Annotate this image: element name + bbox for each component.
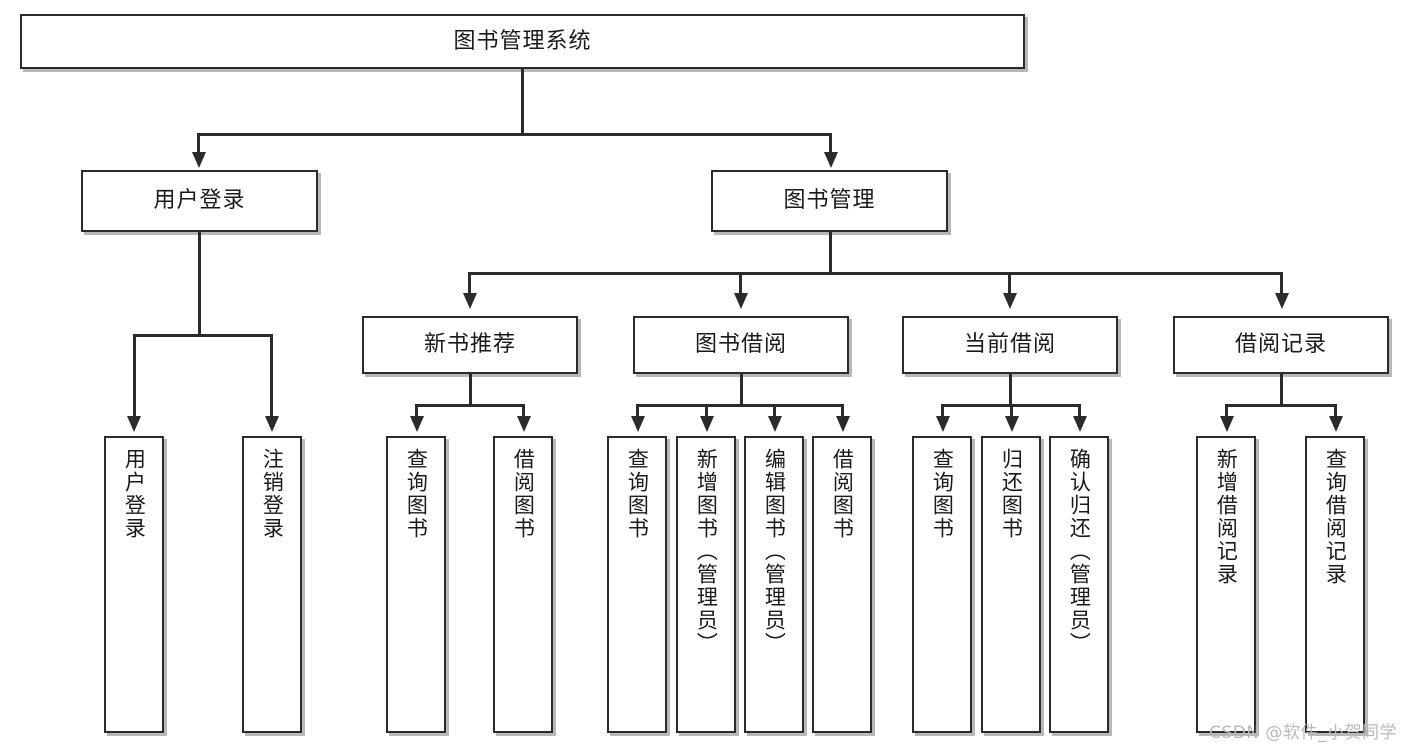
connector-bookmgmt-to-l3-4 — [1280, 272, 1283, 295]
connector-current-to-leaf3 — [1078, 404, 1081, 418]
arrow-login-to-leaf1 — [127, 416, 141, 432]
connector-root-to-login — [197, 133, 200, 155]
node-label: 归还图书 — [999, 448, 1024, 540]
connector-login-bar — [133, 334, 270, 337]
connector-record-to-leaf1 — [1225, 404, 1228, 418]
leaf-record-query[interactable]: 查询借阅记录 — [1305, 436, 1365, 733]
connector-borrow-to-leaf1 — [636, 404, 639, 418]
node-label: 查询图书 — [930, 448, 955, 540]
connector-bookmgmt-stem — [829, 232, 832, 274]
connector-borrow-to-leaf2 — [705, 404, 708, 418]
connector-root-to-bookmgmt — [829, 133, 832, 155]
node-current-borrow[interactable]: 当前借阅 — [902, 316, 1118, 374]
arrow-recommend-to-leaf2 — [517, 416, 531, 432]
leaf-current-return-book[interactable]: 归还图书 — [981, 436, 1041, 733]
connector-bookmgmt-to-l3-3 — [1008, 272, 1011, 295]
arrow-current-to-leaf2 — [1005, 416, 1019, 432]
connector-login-to-leaf1 — [133, 334, 136, 418]
arrow-bookmgmt-to-l3-4 — [1275, 293, 1289, 309]
arrow-borrow-to-leaf3 — [768, 416, 782, 432]
connector-current-to-leaf1 — [941, 404, 944, 418]
leaf-current-confirm-return[interactable]: 确认归还（管理员） — [1049, 436, 1109, 733]
arrow-current-to-leaf1 — [936, 416, 950, 432]
node-label: 注销登录 — [260, 448, 285, 540]
node-label: 用户登录 — [153, 188, 246, 214]
arrow-bookmgmt-to-l3-1 — [463, 293, 477, 309]
node-label: 用户登录 — [122, 448, 147, 540]
arrow-record-to-leaf2 — [1329, 416, 1343, 432]
arrow-borrow-to-leaf4 — [836, 416, 850, 432]
arrow-current-to-leaf3 — [1073, 416, 1087, 432]
connector-bookmgmt-bar — [468, 272, 1282, 275]
node-root-system[interactable]: 图书管理系统 — [20, 14, 1025, 69]
node-label: 图书管理系统 — [453, 28, 592, 54]
node-book-management[interactable]: 图书管理 — [711, 170, 948, 232]
node-label: 确认归还（管理员） — [1067, 448, 1092, 655]
node-label: 新增借阅记录 — [1214, 448, 1239, 586]
arrow-bookmgmt-to-l3-2 — [734, 293, 748, 309]
node-label: 查询借阅记录 — [1323, 448, 1348, 586]
node-label: 图书管理 — [783, 188, 876, 214]
leaf-borrow-add-book[interactable]: 新增图书（管理员） — [676, 436, 736, 733]
connector-current-stem — [1009, 374, 1012, 406]
connector-root-stem — [521, 69, 524, 135]
connector-bookmgmt-to-l3-1 — [468, 272, 471, 295]
node-user-login[interactable]: 用户登录 — [81, 170, 318, 232]
arrow-recommend-to-leaf1 — [410, 416, 424, 432]
leaf-borrow-borrow-book[interactable]: 借阅图书 — [812, 436, 872, 733]
arrow-root-to-bookmgmt — [824, 152, 838, 168]
connector-borrow-bar — [636, 404, 843, 407]
leaf-record-add[interactable]: 新增借阅记录 — [1196, 436, 1256, 733]
node-label: 查询图书 — [404, 448, 429, 540]
node-borrow-record[interactable]: 借阅记录 — [1173, 316, 1389, 374]
connector-root-bar — [197, 133, 831, 136]
connector-borrow-stem — [740, 374, 743, 406]
node-label: 新书推荐 — [423, 332, 516, 358]
connector-bookmgmt-to-l3-2 — [739, 272, 742, 295]
node-label: 借阅记录 — [1234, 332, 1327, 358]
connector-login-stem — [198, 232, 201, 336]
connector-recommend-bar — [415, 404, 524, 407]
leaf-current-query-book[interactable]: 查询图书 — [912, 436, 972, 733]
leaf-user-login[interactable]: 用户登录 — [104, 436, 164, 733]
leaf-borrow-edit-book[interactable]: 编辑图书（管理员） — [744, 436, 804, 733]
connector-recommend-stem — [469, 374, 472, 406]
node-label: 查询图书 — [625, 448, 650, 540]
node-label: 借阅图书 — [511, 448, 536, 540]
node-label: 借阅图书 — [830, 448, 855, 540]
node-label: 图书借阅 — [694, 332, 787, 358]
node-label: 新增图书（管理员） — [694, 448, 719, 655]
connector-borrow-to-leaf3 — [773, 404, 776, 418]
node-new-book-recommend[interactable]: 新书推荐 — [362, 316, 578, 374]
leaf-recommend-borrow-book[interactable]: 借阅图书 — [493, 436, 553, 733]
connector-borrow-to-leaf4 — [841, 404, 844, 418]
node-label: 编辑图书（管理员） — [762, 448, 787, 655]
connector-record-bar — [1225, 404, 1336, 407]
connector-current-to-leaf2 — [1010, 404, 1013, 418]
connector-record-to-leaf2 — [1334, 404, 1337, 418]
connector-recommend-to-leaf1 — [415, 404, 418, 418]
arrow-root-to-login — [192, 152, 206, 168]
connector-record-stem — [1280, 374, 1283, 406]
leaf-logout[interactable]: 注销登录 — [242, 436, 302, 733]
arrow-login-to-leaf2 — [265, 416, 279, 432]
node-book-borrow[interactable]: 图书借阅 — [633, 316, 849, 374]
connector-login-to-leaf2 — [270, 334, 273, 418]
leaf-recommend-query-book[interactable]: 查询图书 — [386, 436, 446, 733]
leaf-borrow-query-book[interactable]: 查询图书 — [607, 436, 667, 733]
arrow-borrow-to-leaf1 — [631, 416, 645, 432]
connector-recommend-to-leaf2 — [522, 404, 525, 418]
arrow-bookmgmt-to-l3-3 — [1003, 293, 1017, 309]
arrow-record-to-leaf1 — [1220, 416, 1234, 432]
node-label: 当前借阅 — [963, 332, 1056, 358]
arrow-borrow-to-leaf2 — [700, 416, 714, 432]
